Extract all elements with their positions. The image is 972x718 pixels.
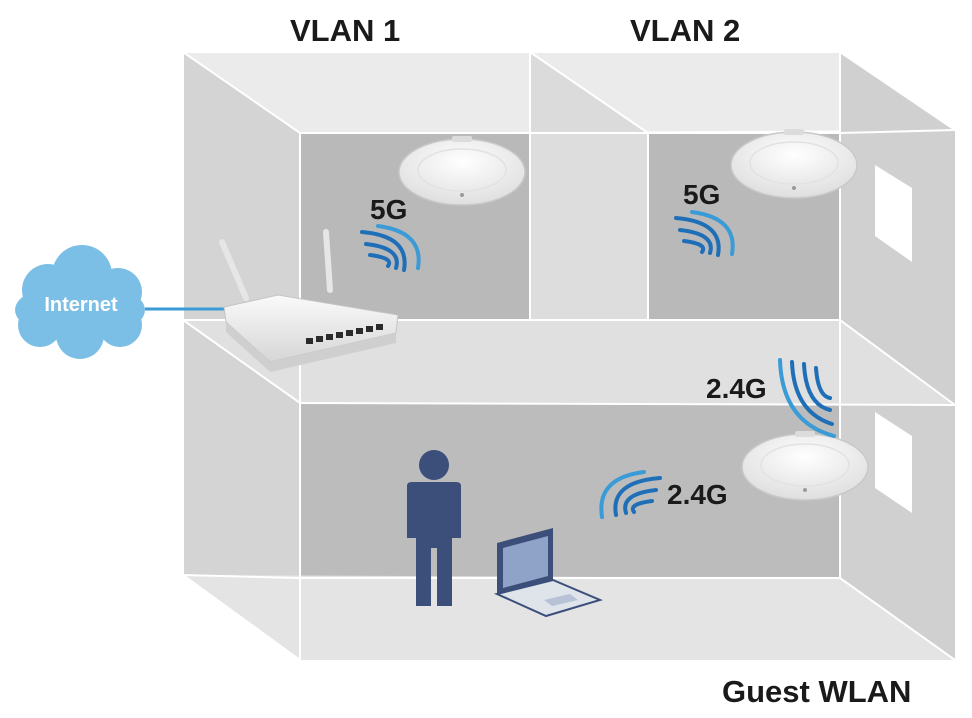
wifi-wave-icon bbox=[360, 224, 421, 272]
bottom-floor bbox=[183, 575, 955, 660]
laptop-icon bbox=[493, 528, 603, 618]
guest-wlan-label: Guest WLAN bbox=[722, 674, 912, 709]
access-point-icon bbox=[398, 136, 526, 206]
vlan1-label: VLAN 1 bbox=[290, 13, 401, 48]
band-label-24g-lower: 2.4G bbox=[667, 479, 728, 510]
internet-label: Internet bbox=[44, 294, 118, 316]
access-point-icon bbox=[730, 129, 858, 199]
vlan2-label: VLAN 2 bbox=[630, 13, 741, 48]
wifi-wave-icon bbox=[599, 470, 662, 519]
band-label-5g-vlan1: 5G bbox=[370, 194, 408, 225]
band-label-5g-vlan2: 5G bbox=[683, 179, 721, 210]
band-label-24g-upper: 2.4G bbox=[706, 373, 767, 404]
window-upper bbox=[875, 165, 912, 262]
building-edges bbox=[182, 51, 956, 661]
access-point-icon bbox=[741, 431, 869, 501]
wifi-wave-icon bbox=[778, 358, 836, 438]
right-wall bbox=[840, 52, 955, 660]
person-icon bbox=[407, 450, 461, 606]
wifi-wave-icon bbox=[674, 210, 735, 257]
divider-wall bbox=[530, 52, 648, 320]
back-wall-lower bbox=[300, 403, 840, 578]
router-icon bbox=[219, 229, 399, 372]
window-lower bbox=[875, 412, 912, 513]
cloud-icon bbox=[15, 245, 145, 359]
